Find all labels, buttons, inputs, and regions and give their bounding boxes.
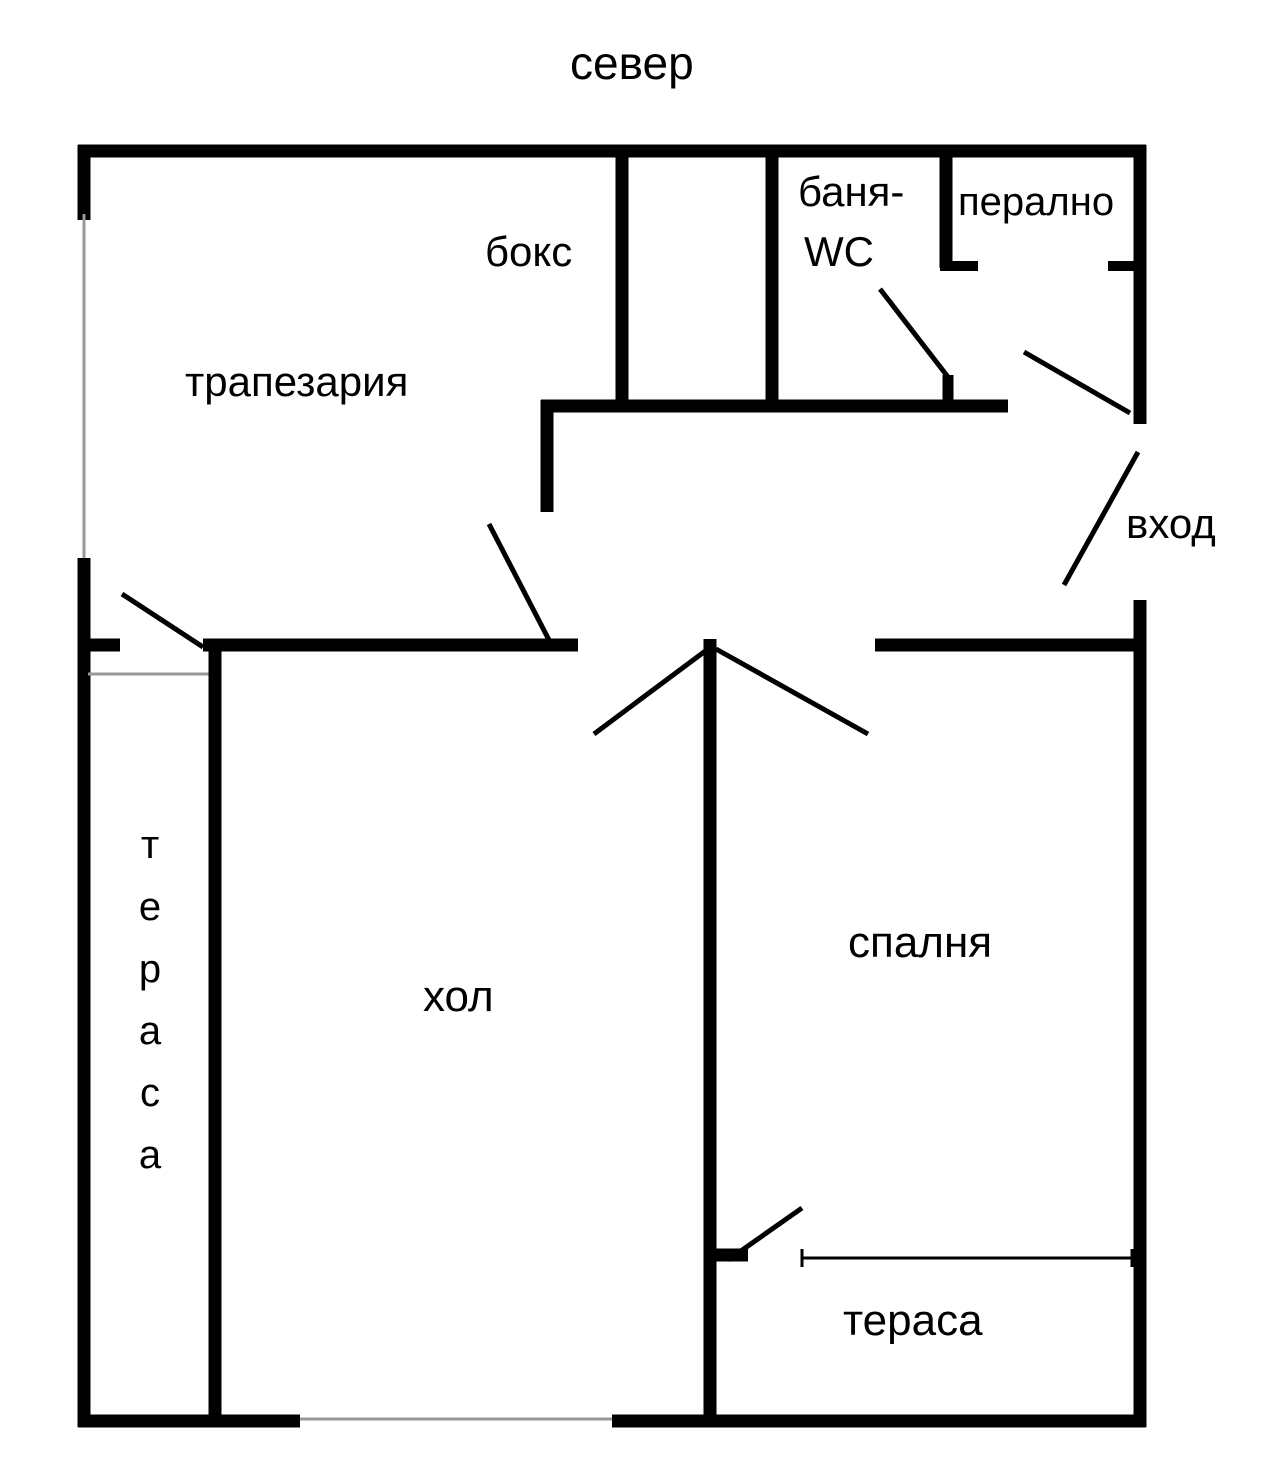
label-north: север: [570, 37, 694, 89]
label-bedroom: спалня: [848, 918, 993, 967]
door-bedroom-terrace: [726, 1205, 804, 1263]
label-entrance: вход: [1126, 500, 1216, 547]
door-entrance-lower: [1061, 450, 1141, 587]
label-kitchen-box: бокс: [485, 228, 573, 275]
label-bathroom-line1: баня-: [798, 168, 905, 215]
label-bathroom-line2: WC: [804, 228, 874, 275]
door-hall: [592, 646, 710, 737]
door-bedroom: [714, 646, 870, 737]
label-hall: хол: [423, 972, 494, 1021]
label-terrace-left: т е р а с а: [138, 823, 162, 1177]
door-entrance-upper: [1022, 349, 1132, 416]
door-dining-terrace: [120, 591, 205, 650]
door-bathroom: [878, 287, 950, 379]
label-laundry: перално: [958, 180, 1115, 224]
label-dining-room: трапезария: [185, 358, 409, 405]
label-terrace-bottom: тераса: [843, 1296, 983, 1345]
door-dining-hallway: [486, 522, 552, 642]
